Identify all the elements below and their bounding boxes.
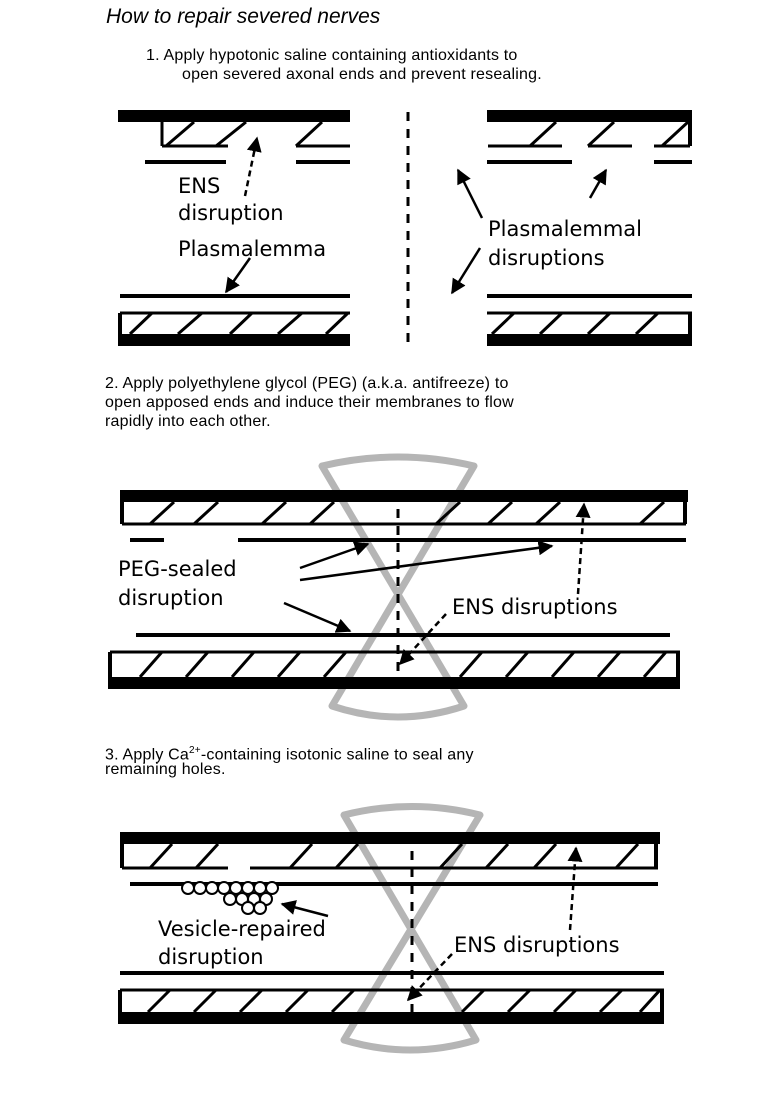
- arrow-peg-b: [299, 540, 554, 582]
- arrow-peg-a: [299, 541, 370, 570]
- diagram-title: How to repair severed nerves: [106, 5, 381, 28]
- label-ens-disruption: disruption: [178, 201, 284, 225]
- label-ens-disruptions-3: ENS disruptions: [454, 933, 620, 957]
- arrow-ens-3a: [567, 846, 583, 931]
- arrow-ens-2b: [398, 613, 447, 666]
- label-plasmalemma: Plasmalemma: [178, 237, 327, 261]
- step-1-line-1: 1. Apply hypotonic saline containing ant…: [146, 47, 518, 64]
- panel-2: [108, 453, 688, 721]
- peg-bowtie-3: [340, 803, 484, 1054]
- axon-top-right: [487, 110, 692, 164]
- axon-top-2: [120, 490, 688, 542]
- label-plasmalemmal: Plasmalemmal: [488, 217, 643, 241]
- step-3-line-1: 3. Apply Ca2+-containing isotonic saline…: [105, 745, 474, 764]
- arrow-ens-1: [243, 136, 262, 197]
- panel-1: [118, 110, 692, 350]
- axon-top-left: [118, 110, 350, 164]
- arrow-peg-c: [283, 601, 352, 633]
- axon-bottom-left: [118, 294, 350, 346]
- label-peg-sealed: PEG-sealed: [118, 557, 237, 581]
- label-plasmalemmal-disruptions: disruptions: [488, 246, 605, 270]
- panel-3: [118, 803, 664, 1054]
- arrow-disruption-a: [456, 168, 484, 219]
- arrow-ens-2a: [575, 502, 591, 595]
- axon-bottom-2: [108, 633, 680, 689]
- step-2-line-3: rapidly into each other.: [105, 413, 271, 430]
- arrow-disruption-c: [588, 168, 608, 199]
- peg-bowtie-2: [318, 453, 478, 721]
- label-peg-disruption: disruption: [118, 586, 224, 610]
- step-2-line-2: open apposed ends and induce their membr…: [105, 394, 514, 411]
- axon-bottom-right: [487, 294, 692, 346]
- arrow-vesicle: [280, 900, 329, 918]
- label-vesicle-repaired: Vesicle-repaired: [158, 917, 326, 941]
- vesicle-cluster: [181, 881, 279, 915]
- step-2-line-1: 2. Apply polyethylene glycol (PEG) (a.k.…: [105, 375, 509, 392]
- label-vesicle-disruption: disruption: [158, 945, 264, 969]
- axon-bottom-3: [118, 971, 664, 1024]
- arrow-plasmalemma: [224, 257, 252, 294]
- label-ens: ENS: [178, 174, 221, 198]
- arrow-ens-3b: [406, 953, 453, 1002]
- axon-top-3: [120, 832, 660, 886]
- arrow-disruption-b: [450, 247, 482, 295]
- label-ens-disruptions-2: ENS disruptions: [452, 595, 618, 619]
- step-3-line-2: remaining holes.: [105, 761, 226, 778]
- step-1-line-2: open severed axonal ends and prevent res…: [182, 66, 542, 83]
